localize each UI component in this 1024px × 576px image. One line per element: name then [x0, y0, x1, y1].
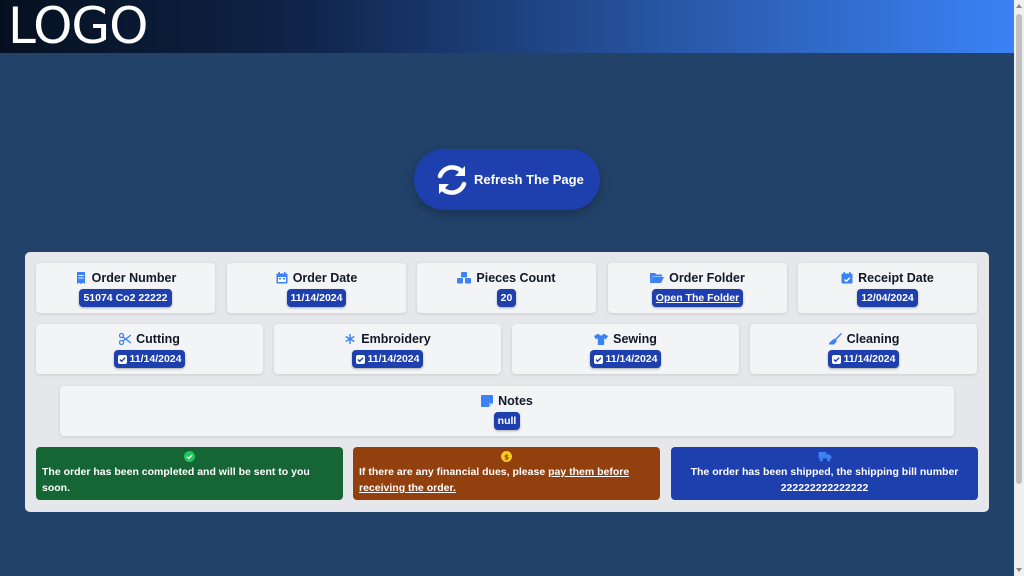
card-sewing: Sewing 11/14/2024: [512, 324, 739, 374]
checkbox-icon: [593, 354, 603, 364]
calendar-check-icon: [841, 272, 853, 284]
order-date-badge: 11/14/2024: [286, 289, 347, 307]
card-title: Receipt Date: [858, 271, 934, 285]
card-title: Order Date: [292, 271, 358, 285]
pieces-count-badge: 20: [496, 289, 517, 307]
truck-icon: [818, 451, 831, 462]
card-order-number: Order Number 51074 Co2 22222: [36, 263, 215, 313]
header-bar: LOGO: [0, 0, 1014, 55]
note-icon: [481, 395, 494, 407]
open-folder-link[interactable]: Open The Folder: [651, 289, 744, 307]
checkbox-icon: [117, 354, 127, 364]
card-notes: Notes null: [60, 386, 954, 436]
card-pieces-count: Pieces Count 20: [417, 263, 596, 313]
logo[interactable]: LOGO: [8, 0, 149, 55]
scissors-icon: [119, 333, 132, 345]
refresh-label: Refresh The Page: [474, 172, 584, 187]
scroll-down-arrow[interactable]: [1016, 568, 1022, 572]
pay-dues-link[interactable]: pay them before receiving the order.: [359, 466, 630, 494]
card-title: Pieces Count: [476, 271, 556, 285]
card-title: Notes: [498, 394, 533, 408]
card-title: Cutting: [136, 332, 180, 346]
card-embroidery: Embroidery 11/14/2024: [274, 324, 501, 374]
asterisk-icon: [345, 334, 355, 344]
broom-icon: [828, 333, 842, 345]
check-circle-icon: [184, 451, 195, 462]
notes-badge: null: [493, 412, 521, 430]
sewing-date-badge: 11/14/2024: [589, 350, 662, 368]
cutting-date-badge: 11/14/2024: [113, 350, 186, 368]
card-title: Cleaning: [846, 332, 900, 346]
coin-icon: $: [501, 451, 512, 462]
shipped-text: The order has been shipped, the shipping…: [690, 466, 959, 494]
card-title: Sewing: [613, 332, 657, 346]
cleaning-date-badge: 11/14/2024: [827, 350, 900, 368]
refresh-button[interactable]: Refresh The Page: [414, 149, 600, 210]
shirt-icon: [594, 333, 609, 345]
receipt-date-badge: 12/04/2024: [857, 289, 918, 307]
refresh-icon: [437, 164, 467, 195]
scroll-up-arrow[interactable]: [1016, 4, 1022, 8]
card-order-date: Order Date 11/14/2024: [227, 263, 406, 313]
order-completed-message: The order has been completed and will be…: [36, 447, 343, 500]
card-title: Order Number: [91, 271, 177, 285]
embroidery-date-badge: 11/14/2024: [351, 350, 424, 368]
receipt-icon: [76, 272, 85, 284]
card-cutting: Cutting 11/14/2024: [36, 324, 263, 374]
completed-text: The order has been completed and will be…: [42, 466, 310, 494]
scroll-thumb[interactable]: [1016, 14, 1022, 484]
cubes-icon: [457, 272, 472, 284]
card-receipt-date: Receipt Date 12/04/2024: [798, 263, 977, 313]
calendar-icon: [276, 272, 288, 284]
folder-open-icon: [650, 273, 665, 283]
card-title: Order Folder: [669, 271, 745, 285]
card-cleaning: Cleaning 11/14/2024: [750, 324, 977, 374]
order-details-panel: Order Number 51074 Co2 22222 Order Date …: [25, 252, 989, 512]
shipped-message: The order has been shipped, the shipping…: [671, 447, 978, 500]
financial-dues-message: $ If there are any financial dues, pleas…: [353, 447, 660, 500]
card-title: Embroidery: [361, 332, 431, 346]
card-order-folder: Order Folder Open The Folder: [608, 263, 787, 313]
dues-text: If there are any financial dues, please: [359, 466, 549, 478]
scrollbar[interactable]: [1014, 0, 1024, 576]
order-number-badge: 51074 Co2 22222: [79, 289, 172, 307]
checkbox-icon: [831, 354, 841, 364]
svg-text:$: $: [504, 452, 509, 461]
checkbox-icon: [355, 354, 365, 364]
